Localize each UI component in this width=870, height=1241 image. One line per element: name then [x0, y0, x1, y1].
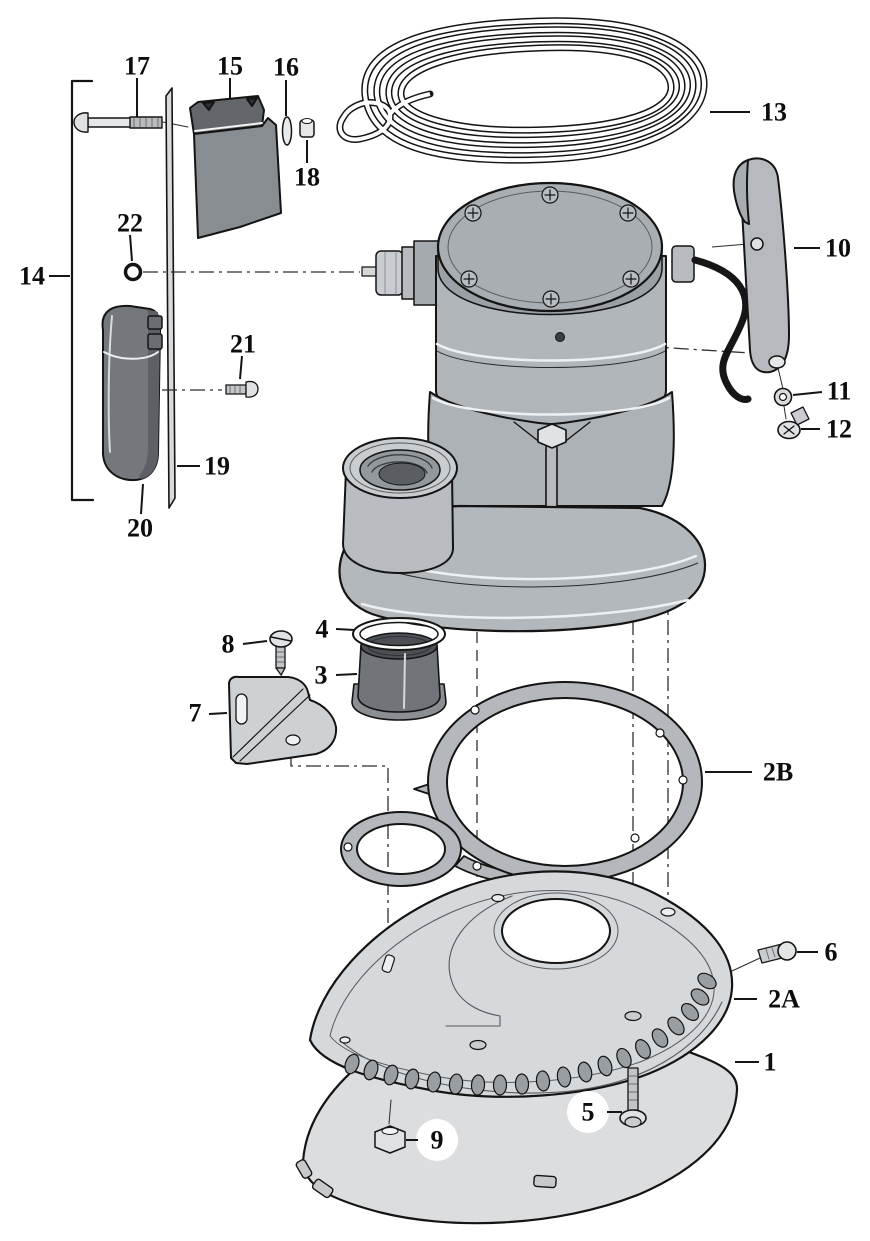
power-cord	[691, 256, 752, 403]
callout-21: 21	[230, 330, 256, 359]
callout-20: 20	[127, 514, 153, 543]
float-rod	[165, 87, 176, 509]
o-ring	[123, 262, 143, 282]
volute-gasket	[340, 681, 703, 887]
callout-18: 18	[294, 163, 320, 192]
callout-disc-5	[567, 1091, 609, 1133]
leader-lines	[49, 78, 823, 1141]
cord-grommet	[671, 245, 695, 283]
carry-handle	[732, 157, 790, 420]
float-bracket	[189, 95, 282, 239]
callout-5: 5	[582, 1098, 595, 1127]
plate-screw-holes	[339, 893, 676, 1051]
callout-8: 8	[222, 630, 235, 659]
pump-assembly	[338, 181, 752, 633]
handle-lock-washer	[773, 387, 793, 407]
plate-screw-6	[731, 941, 797, 972]
callout-19: 19	[204, 452, 230, 481]
callout-4: 4	[316, 615, 329, 644]
float	[101, 304, 163, 482]
vent-slots	[344, 972, 717, 1096]
float-washer	[281, 116, 293, 146]
callout-12: 12	[826, 415, 852, 444]
callout-22: 22	[117, 209, 143, 238]
handle-screw-hole	[555, 332, 565, 342]
float-switch-assembly	[70, 79, 315, 509]
callout-2B: 2B	[763, 758, 793, 787]
base-screw-5	[619, 1067, 647, 1128]
callout-labels: 17 15 16 18 22 14 21 19 20 13 10 11 12 8…	[19, 52, 852, 1155]
callout-17: 17	[124, 52, 150, 81]
assembly-bracket-line	[70, 79, 95, 502]
callout-disc-9	[416, 1119, 458, 1161]
retainer-ring	[352, 617, 446, 651]
float-screw	[225, 380, 259, 398]
base-plate-clips	[295, 1159, 557, 1199]
callout-13: 13	[761, 98, 787, 127]
volute-plate	[308, 870, 734, 1098]
handle-bottom-hole	[768, 355, 786, 369]
callout-6: 6	[825, 938, 838, 967]
motor-cap	[436, 181, 664, 313]
gasket-bolt-holes	[343, 705, 688, 871]
base-nut-9	[374, 1099, 406, 1154]
impeller-opening	[501, 898, 611, 964]
callout-10: 10	[825, 234, 851, 263]
switch-fitting	[361, 240, 443, 306]
cap-screws	[460, 186, 640, 308]
callout-2A: 2A	[768, 985, 800, 1014]
power-cord-coil	[336, 17, 708, 164]
discharge-port	[342, 437, 458, 574]
callout-14: 14	[19, 262, 45, 291]
callout-1: 1	[764, 1048, 777, 1077]
callout-7: 7	[189, 699, 202, 728]
callout-9: 9	[431, 1126, 444, 1155]
base-hex-bolt	[513, 421, 591, 449]
callout-11: 11	[827, 377, 852, 406]
float-nut	[299, 118, 315, 138]
callout-15: 15	[217, 52, 243, 81]
handle-top-hole	[750, 237, 764, 251]
callout-16: 16	[273, 53, 299, 82]
support-bracket	[228, 675, 338, 765]
callout-3: 3	[315, 661, 328, 690]
handle-screw	[777, 406, 810, 440]
